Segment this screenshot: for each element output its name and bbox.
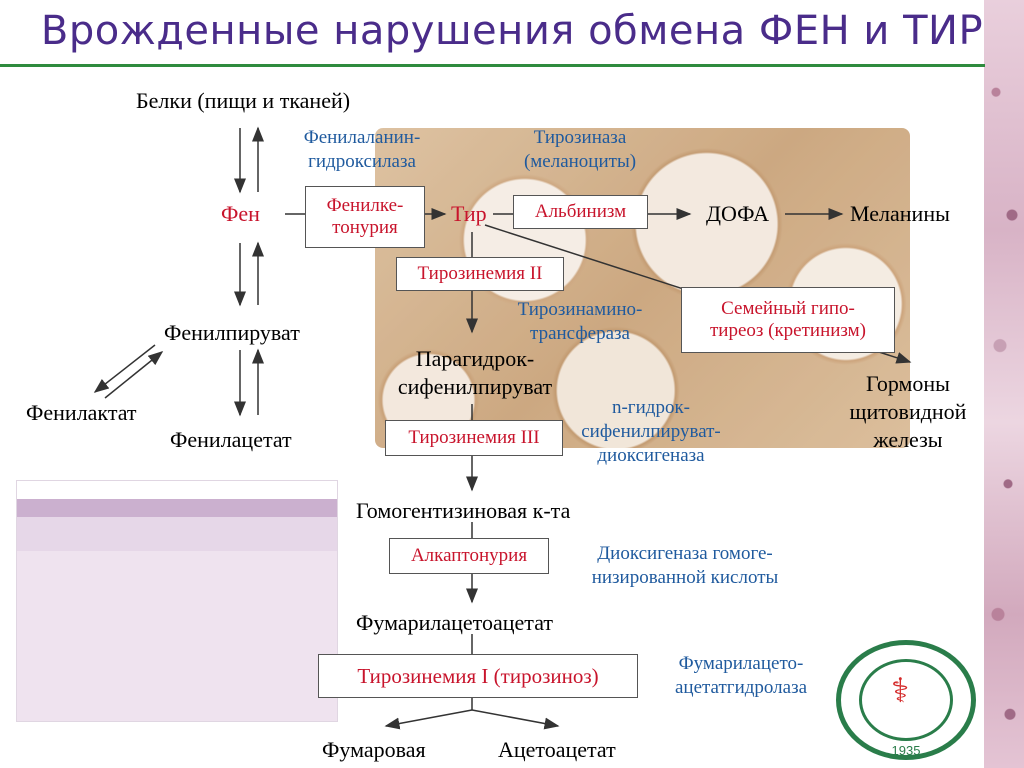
node-hydroxyphenylpyruvate: Парагидрок- сифенилпируват [380, 345, 570, 401]
disease-tyrosinemia-2: Тирозинемия II [396, 257, 564, 291]
arrow-faa-to-acetoacetate [471, 709, 560, 730]
hppd-line-1: n-гидрок- [611, 397, 690, 418]
hpp-line-2: сифенилпируват [397, 374, 553, 399]
hgd-line-2: низированной кислоты [591, 567, 779, 588]
thyroid-line-1: Гормоны [866, 371, 950, 396]
title-underline [0, 64, 985, 67]
disease-tyrosinemia-1: Тирозинемия I (тирозиноз) [318, 654, 638, 698]
enzyme-hppd: n-гидрок- сифенилпируват- диоксигеназа [566, 396, 736, 468]
node-phe: Фен [221, 201, 260, 226]
enzyme-phenylalanine-hydroxylase: Фенилаланин- гидроксилаза [282, 126, 442, 174]
emblem-year: 1935 [891, 743, 921, 758]
disease-albinism: Альбинизм [513, 195, 648, 229]
hgd-line-1: Диоксигеназа гомоге- [597, 543, 773, 564]
pku-line-1: Фенилке- [326, 195, 404, 216]
caduceus-icon: ⚕ [891, 673, 910, 710]
enzyme-homogentisate-dioxygenase: Диоксигеназа гомоге- низированной кислот… [565, 542, 805, 590]
node-tyr: Тир [451, 201, 487, 226]
hpp-line-1: Парагидрок- [415, 346, 535, 371]
pah-line-1: Фенилаланин- [303, 127, 421, 148]
hypothyroid-line-2: тиреоз (кретинизм) [709, 320, 867, 341]
side-decoration [984, 0, 1024, 768]
tat-line-1: Тирозинамино- [517, 299, 643, 320]
hppd-line-2: сифенилпируват- [581, 421, 721, 442]
node-acetoacetate: Ацетоацетат [498, 737, 616, 762]
disease-congenital-hypothyroidism: Семейный гипо- тиреоз (кретинизм) [681, 287, 895, 353]
emblem-inner-ring [859, 659, 953, 741]
node-thyroid-hormones: Гормоны щитовидной железы [838, 370, 978, 454]
node-phenylpyruvate: Фенилпируват [164, 320, 300, 345]
pku-line-2: тонурия [332, 217, 398, 238]
disease-alkaptonuria: Алкаптонурия [389, 538, 549, 574]
fah-line-2: ацетатгидролаза [674, 677, 808, 698]
node-phenylacetate: Фенилацетат [170, 427, 292, 452]
node-phenyllactate: Фенилактат [26, 400, 137, 425]
enzyme-tyrosine-aminotransferase: Тирозинамино- трансфераза [502, 298, 658, 346]
page-title: Врожденные нарушения обмена ФЕН и ТИР [40, 8, 984, 54]
node-fumarate: Фумаровая [322, 737, 426, 762]
node-fumarylacetoacetate: Фумарилацетоацетат [356, 610, 554, 635]
disease-tyrosinemia-3: Тирозинемия III [385, 420, 563, 456]
thyroid-line-3: железы [873, 427, 943, 452]
tat-line-2: трансфераза [530, 323, 630, 344]
arrow-pp-to-lactate [93, 344, 156, 393]
tyrosinase-line-1: Тирозиназа [533, 127, 627, 148]
enzyme-tyrosinase: Тирозиназа (меланоциты) [500, 126, 660, 174]
arrow-lactate-to-pp [104, 351, 164, 399]
fah-line-1: Фумарилацето- [678, 653, 804, 674]
hppd-line-3: диоксигеназа [597, 445, 705, 466]
enzyme-fumarylacetoacetate-hydrolase: Фумарилацето- ацетатгидролаза [658, 652, 824, 700]
histology-image [16, 480, 338, 722]
university-emblem-icon: ⚕ 1935 [836, 640, 976, 760]
node-proteins: Белки (пищи и тканей) [136, 88, 351, 113]
disease-phenylketonuria: Фенилке- тонурия [305, 186, 425, 248]
node-dopa: ДОФА [706, 201, 770, 226]
node-melanins: Меланины [850, 201, 950, 226]
thyroid-line-2: щитовидной [849, 399, 967, 424]
pah-line-2: гидроксилаза [308, 151, 416, 172]
tyrosinase-line-2: (меланоциты) [523, 151, 637, 172]
hypothyroid-line-1: Семейный гипо- [721, 298, 855, 319]
arrow-faa-to-fumarate [384, 709, 473, 730]
node-homogentisate: Гомогентизиновая к-та [356, 498, 571, 523]
